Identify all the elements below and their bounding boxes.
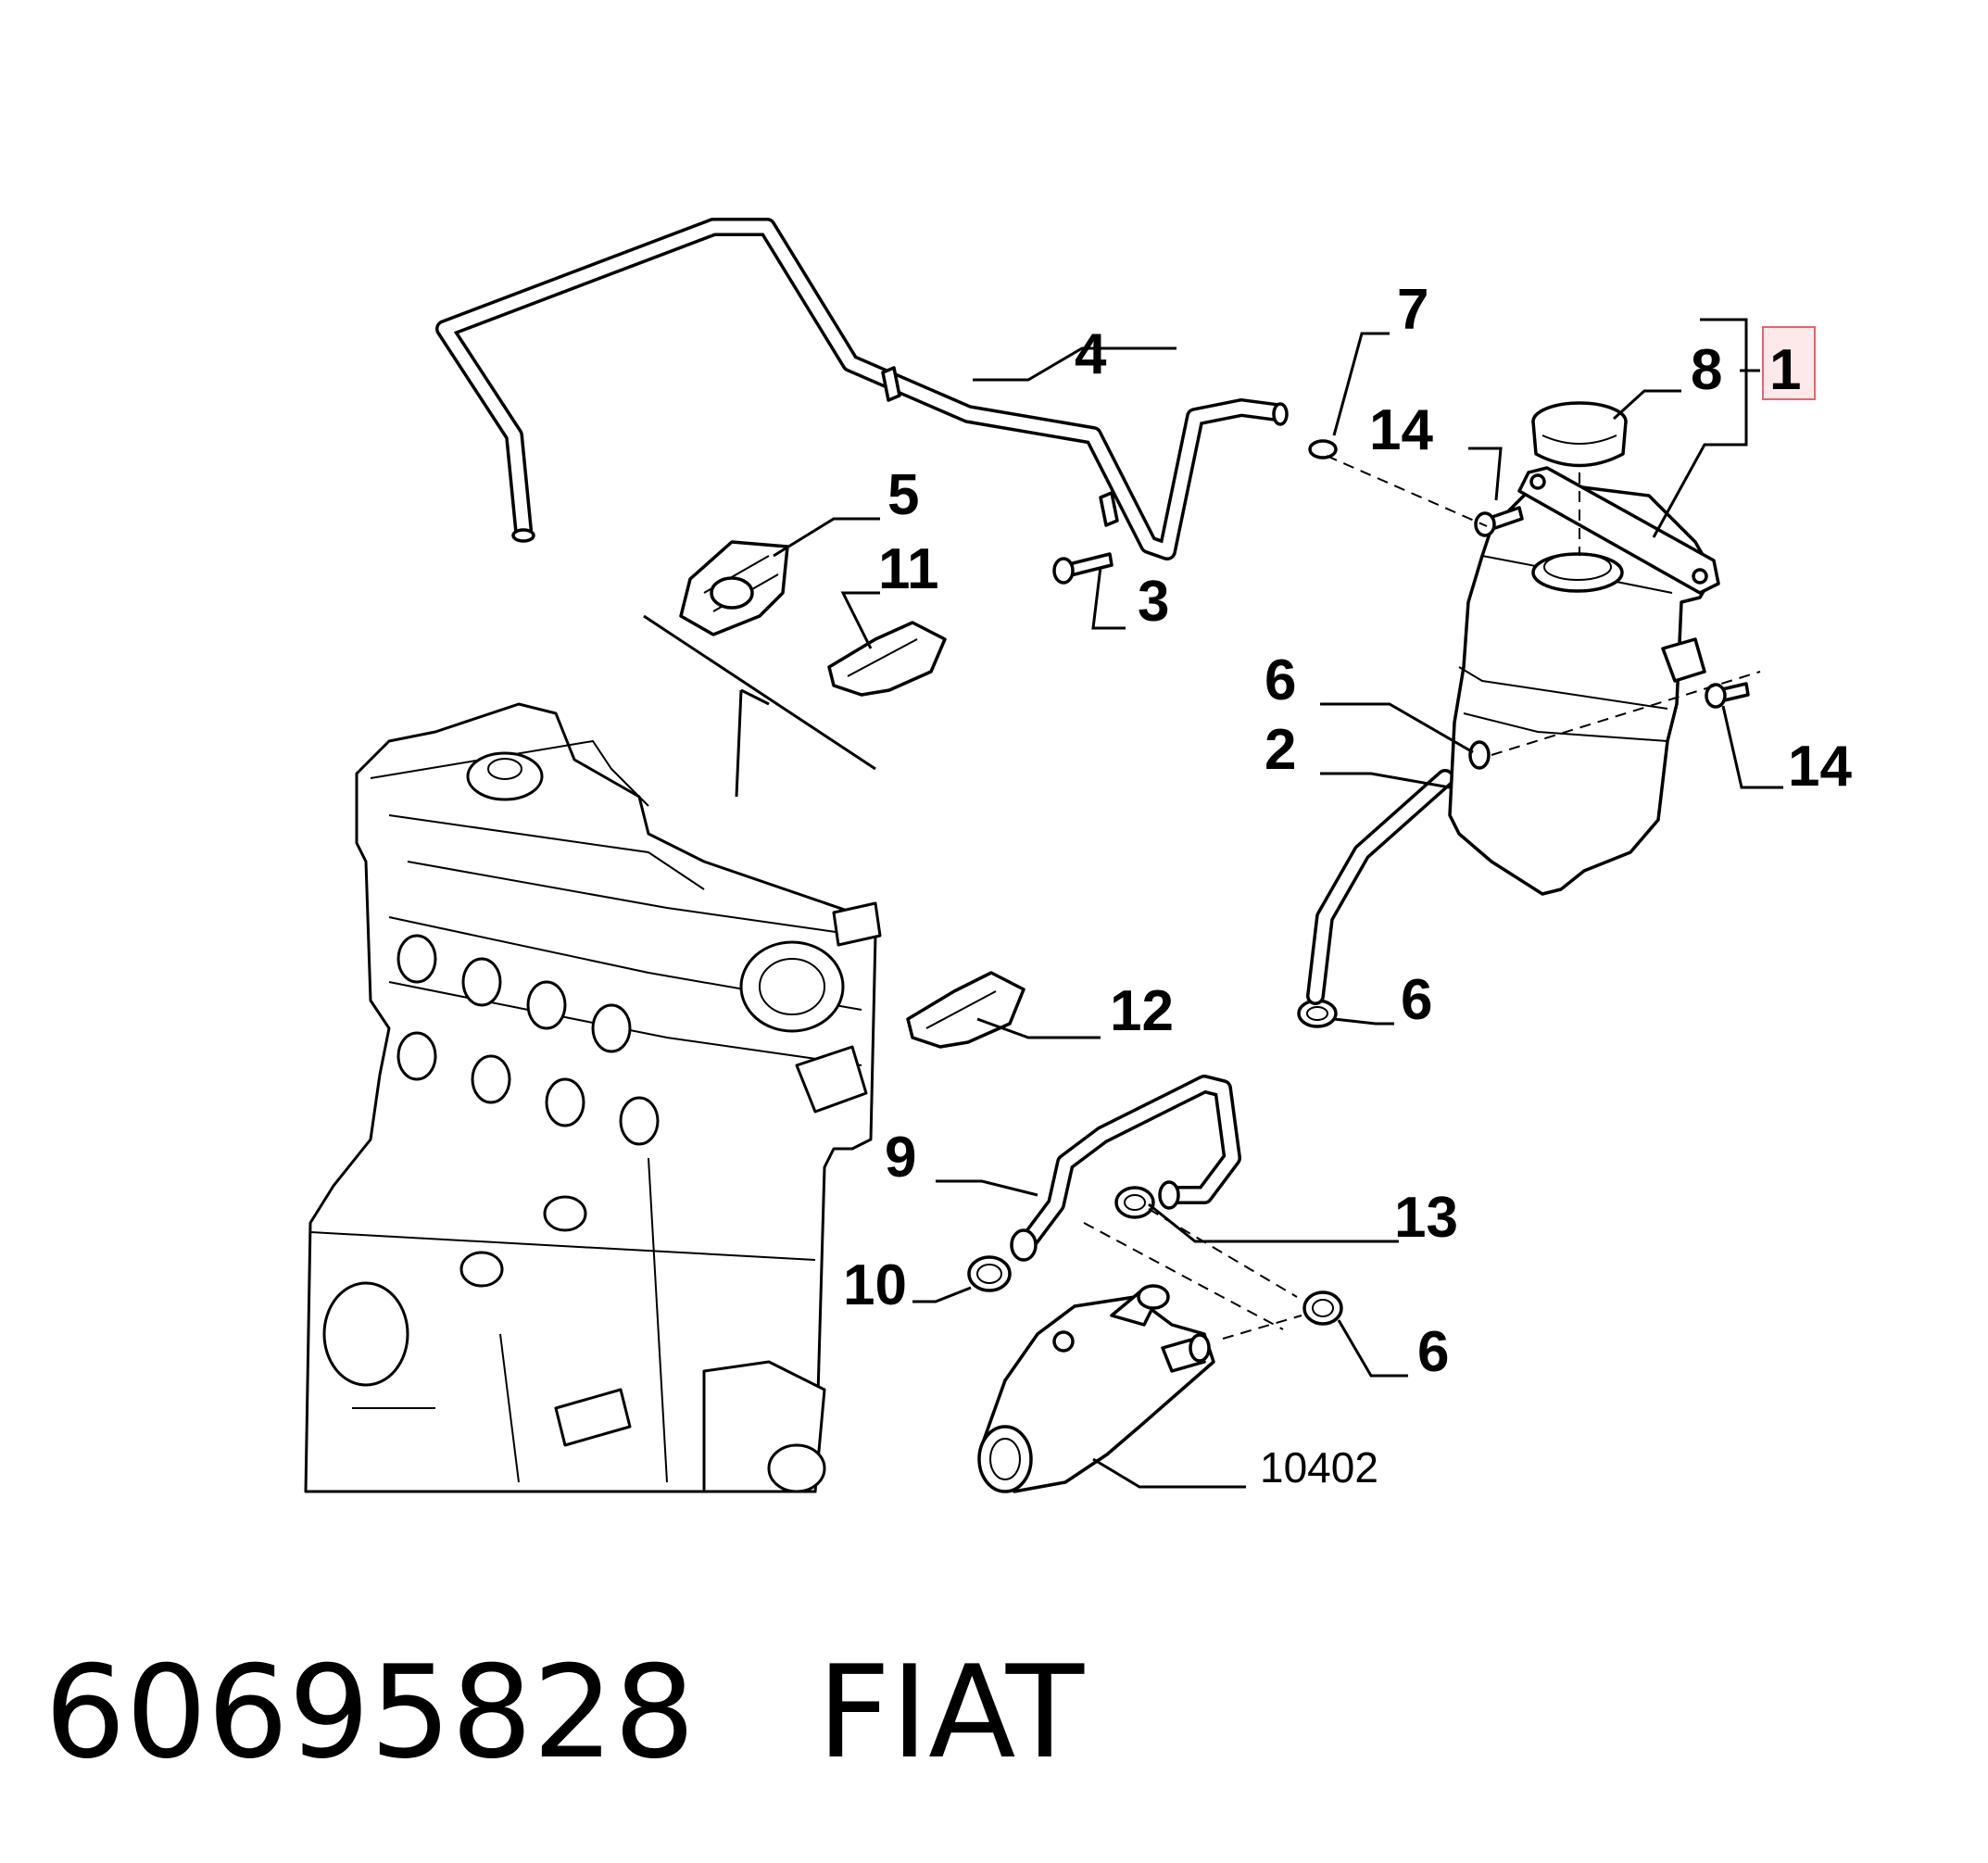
- callout-8: 8: [1691, 338, 1722, 402]
- hose-9-drawing: [1010, 1075, 1241, 1262]
- callout-1: 1: [1769, 338, 1801, 402]
- highlight-box: [1762, 326, 1816, 400]
- hose-4-drawing: [435, 218, 1289, 560]
- callout-13: 13: [1394, 1186, 1458, 1250]
- callout-ref-10402: 10402: [1260, 1443, 1378, 1492]
- callout-2: 2: [1265, 718, 1296, 782]
- callout-11: 11: [878, 537, 939, 601]
- thermostat-housing-drawing: [977, 1284, 1215, 1493]
- bolt-14-drawings: [1474, 506, 1750, 709]
- brand-name: FIAT: [817, 1638, 1085, 1787]
- clip-5-drawing: [679, 540, 789, 636]
- footer-caption: 60695828 FIAT: [44, 1649, 1084, 1777]
- callout-12: 12: [1110, 979, 1174, 1043]
- clip-11-drawing: [827, 621, 947, 697]
- bolt-3-drawing: [1052, 552, 1114, 585]
- callout-6-thermostat: 6: [1417, 1320, 1449, 1384]
- callout-14-right: 14: [1788, 735, 1852, 799]
- mount-guide-lines: [643, 614, 876, 798]
- leader-lines: [773, 318, 1783, 1489]
- callout-7: 7: [1397, 278, 1428, 342]
- callout-14-top: 14: [1369, 398, 1433, 462]
- callout-4: 4: [1075, 322, 1107, 386]
- callout-9: 9: [885, 1126, 916, 1190]
- callout-6-tank-outlet: 6: [1265, 648, 1296, 712]
- callout-labels: 1 2 3 4 5 6 6 6 7 8 9 10 11 12 13 14 14 …: [843, 278, 1852, 1492]
- expansion-tank-drawing: [1448, 466, 1720, 896]
- engine-block-drawing: [304, 702, 882, 1493]
- callout-5: 5: [887, 463, 919, 527]
- callout-3: 3: [1138, 570, 1169, 634]
- part-number: 60695828: [44, 1638, 696, 1787]
- hose-2-drawing: [1306, 769, 1454, 1005]
- callout-10: 10: [843, 1253, 907, 1317]
- callout-6-hose-end: 6: [1401, 968, 1432, 1032]
- clip-12-drawing: [906, 971, 1025, 1049]
- cap-8-drawing: [1531, 401, 1628, 468]
